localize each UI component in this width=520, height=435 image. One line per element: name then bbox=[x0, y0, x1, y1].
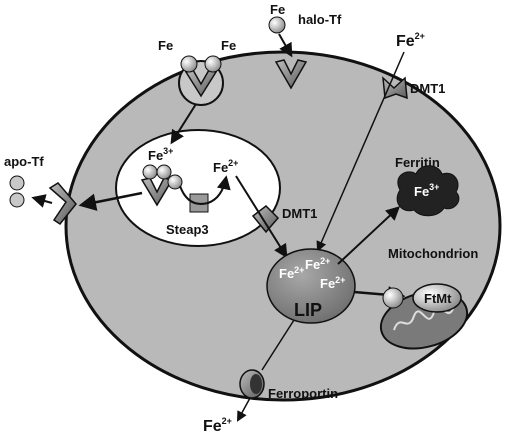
endosome-fe3-label: Fe3+ bbox=[148, 146, 173, 163]
halo-tf-ball bbox=[268, 16, 286, 34]
lip-fe-2: Fe2+ bbox=[305, 256, 330, 272]
dmt1-mid-label: DMT1 bbox=[282, 206, 317, 221]
steap3-label: Steap3 bbox=[166, 222, 209, 237]
endosome bbox=[115, 129, 281, 247]
lip-to-ferritin-arrow bbox=[337, 206, 401, 265]
apo-tf-ball-1 bbox=[9, 175, 25, 191]
endosome-tfr-complex bbox=[140, 164, 183, 207]
apo-tf-label: apo-Tf bbox=[4, 154, 44, 169]
ferroportin-efflux-arrow bbox=[236, 397, 251, 422]
dmt1-top-label: DMT1 bbox=[410, 81, 445, 96]
mitochondrion-label: Mitochondrion bbox=[388, 246, 478, 261]
halo-fe-label: Fe bbox=[270, 2, 285, 17]
apo-tf-release-arrow bbox=[31, 194, 53, 208]
ferritin-cloud bbox=[396, 165, 460, 217]
tfr-holo-complex bbox=[180, 55, 222, 98]
halo-tf-label: halo-Tf bbox=[298, 12, 342, 27]
tfr-receptor-top bbox=[274, 59, 308, 90]
ftmt-body bbox=[412, 283, 462, 313]
cell-membrane bbox=[64, 50, 502, 402]
apo-tf-recycle-arrow bbox=[78, 191, 143, 211]
endosome-fe2-label: Fe2+ bbox=[213, 158, 238, 175]
steap3-reduction-arrow bbox=[179, 175, 231, 205]
tfr-receptor-left bbox=[48, 182, 77, 226]
apo-tf-ball-2 bbox=[9, 192, 25, 208]
dmt1-top-transporter bbox=[382, 76, 408, 100]
fe-in-label: Fe2+ bbox=[396, 31, 425, 50]
lip-label: LIP bbox=[294, 300, 322, 320]
lip-to-ferroportin-line bbox=[261, 319, 295, 371]
ftmt-label: FtMt bbox=[424, 291, 452, 306]
endosome-to-lip-arrow bbox=[235, 175, 288, 259]
fe-out-label: Fe2+ bbox=[203, 416, 232, 435]
halo-tf-arrow bbox=[278, 33, 293, 58]
fe-influx-arrow bbox=[316, 51, 405, 252]
ferroportin-channel bbox=[239, 369, 265, 399]
ferritin-fe-label: Fe3+ bbox=[414, 182, 439, 199]
mito-importer bbox=[382, 287, 404, 309]
vesicle-to-endosome-arrow bbox=[170, 103, 197, 145]
fe-right-label: Fe bbox=[221, 38, 236, 53]
lip-fe-3: Fe2+ bbox=[320, 275, 345, 291]
ferroportin-label: Ferroportin bbox=[268, 386, 338, 401]
lip-fe-1: Fe2+ bbox=[279, 265, 304, 281]
fe-left-label: Fe bbox=[158, 38, 173, 53]
lip-pool bbox=[266, 248, 356, 324]
